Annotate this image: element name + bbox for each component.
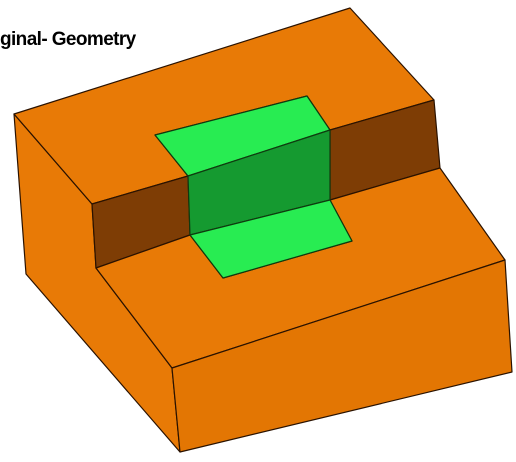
green-lower-top-face <box>189 199 353 279</box>
view-title: ginal- Geometry <box>0 29 136 50</box>
block-front-face <box>171 259 513 453</box>
green-feature[interactable] <box>154 95 353 279</box>
stepped-block[interactable] <box>13 7 513 453</box>
